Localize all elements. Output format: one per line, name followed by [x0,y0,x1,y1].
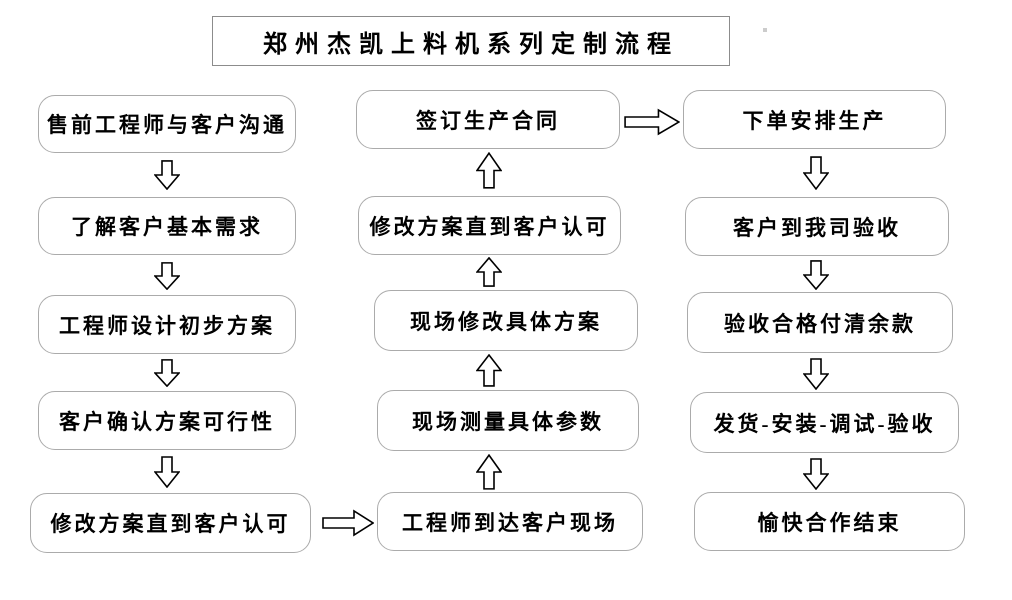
arrow-down-icon [154,456,180,488]
arrow-down-icon [154,160,180,190]
step-label: 客户确认方案可行性 [59,409,275,434]
step-label: 工程师设计初步方案 [59,313,275,338]
anchor-dot [763,28,767,32]
step-label: 了解客户基本需求 [71,215,263,239]
step-label: 售前工程师与客户沟通 [47,113,287,137]
step-label: 愉快合作结束 [757,510,902,535]
arrow-down-icon [803,156,829,190]
step-confirm-feasibility: 客户确认方案可行性 [38,391,296,450]
step-presales-communication: 售前工程师与客户沟通 [38,95,296,153]
step-sign-contract: 签订生产合同 [356,90,620,149]
arrow-up-icon [476,257,502,287]
step-label: 修改方案直到客户认可 [50,512,291,536]
step-place-order-production: 下单安排生产 [683,90,946,149]
step-onsite-measure-parameters: 现场测量具体参数 [377,390,639,451]
flowchart-title-text: 郑州杰凯上料机系列定制流程 [263,31,679,58]
step-revise-until-approved-middle: 修改方案直到客户认可 [358,196,621,255]
step-label: 工程师到达客户现场 [402,510,618,535]
step-label: 现场修改具体方案 [410,309,602,334]
step-engineer-arrives-site: 工程师到达客户现场 [377,492,643,551]
arrow-right-icon [322,509,374,537]
step-label: 下单安排生产 [742,108,887,133]
step-label: 现场测量具体参数 [412,409,604,434]
step-customer-acceptance-visit: 客户到我司验收 [685,197,949,256]
arrow-up-icon [476,354,502,387]
arrow-down-icon [154,359,180,387]
arrow-right-icon [624,108,680,136]
step-cooperation-ends: 愉快合作结束 [694,492,965,551]
step-design-preliminary-plan: 工程师设计初步方案 [38,295,296,354]
step-ship-install-debug-accept: 发货-安装-调试-验收 [690,392,959,453]
step-label: 验收合格付清余款 [724,311,916,336]
step-revise-until-approved-left: 修改方案直到客户认可 [30,493,311,553]
arrow-up-icon [476,152,502,189]
arrow-down-icon [154,262,180,290]
step-understand-needs: 了解客户基本需求 [38,197,296,255]
arrow-down-icon [803,358,829,390]
step-label: 修改方案直到客户认可 [369,214,610,239]
step-onsite-modify-plan: 现场修改具体方案 [374,290,638,351]
arrow-up-icon [476,454,502,490]
flowchart-title: 郑州杰凯上料机系列定制流程 [212,16,730,66]
arrow-down-icon [803,458,829,490]
step-label: 发货-安装-调试-验收 [713,411,936,436]
step-pay-balance: 验收合格付清余款 [687,292,953,353]
step-label: 客户到我司验收 [733,215,901,240]
arrow-down-icon [803,260,829,290]
step-label: 签订生产合同 [416,108,560,133]
